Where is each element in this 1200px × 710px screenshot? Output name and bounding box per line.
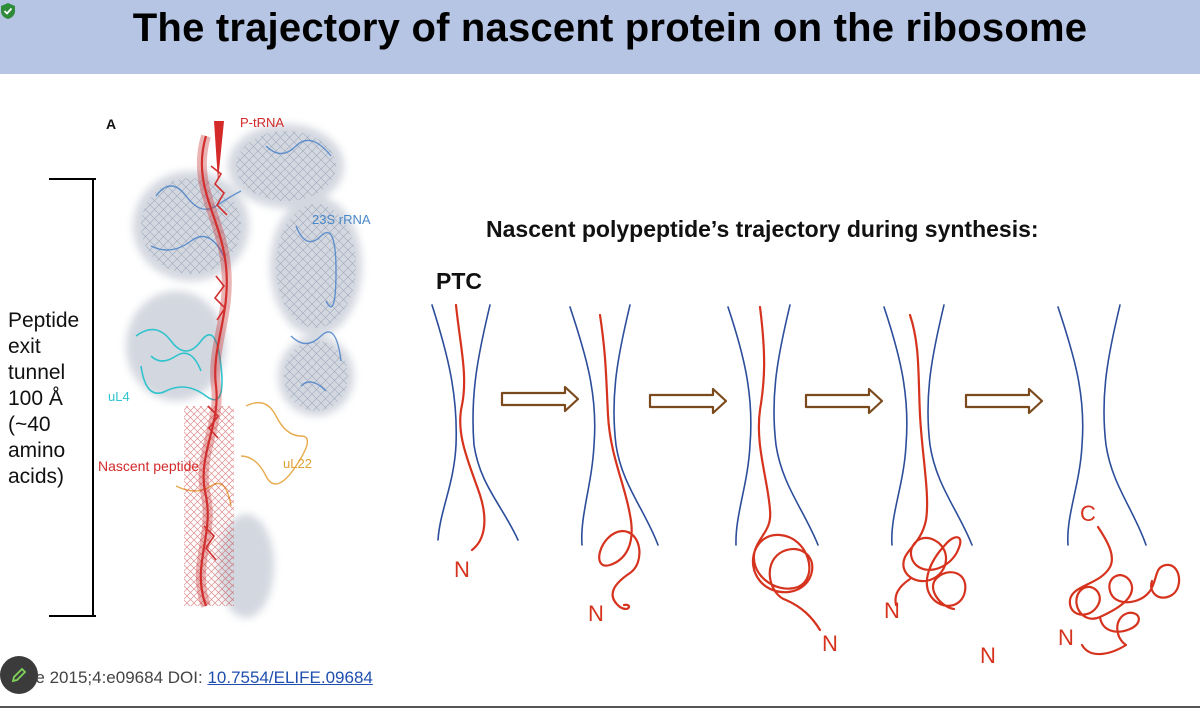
stage-3-n-label: N [822, 631, 838, 656]
shield-check-icon[interactable] [0, 2, 16, 20]
stage-1: N [431, 303, 519, 582]
stage-4-n-label: N [884, 598, 900, 623]
stage-2-n-label: N [588, 601, 604, 626]
stage-4: N [883, 304, 973, 623]
ul22-label: uL22 [283, 456, 312, 471]
tunnel-length-ruler [49, 178, 105, 617]
arrow-right-icon [964, 387, 1044, 415]
citation: eLife 2015;4:e09684 DOI: 10.7554/ELIFE.0… [8, 668, 373, 688]
annotate-pencil-button[interactable] [0, 656, 38, 694]
trajectory-diagram: N N N N C [431, 303, 1181, 668]
pencil-icon [11, 667, 27, 683]
title-bar [0, 0, 1200, 74]
bottom-divider [0, 706, 1200, 708]
arrow-right-icon [648, 387, 728, 415]
citation-text: eLife 2015;4:e09684 DOI: [8, 668, 208, 687]
stage-3: N [727, 304, 838, 656]
diagram-subtitle: Nascent polypeptide’s trajectory during … [486, 216, 1039, 242]
ptc-label: PTC [436, 268, 482, 294]
slide-title: The trajectory of nascent protein on the… [132, 6, 1088, 50]
stage-5-c-label: C [1080, 501, 1096, 526]
stage-5: C N [1057, 304, 1181, 656]
ul4-label: uL4 [108, 389, 130, 404]
tunnel-length-label: Peptide exit tunnel 100 Å (~40 amino aci… [8, 309, 80, 488]
rrna-label: 23S rRNA [312, 212, 371, 227]
p-trna-label: P-tRNA [240, 115, 285, 130]
nascent-peptide-label: Nascent peptide [98, 458, 200, 474]
stage-2: N [569, 304, 659, 626]
figure-panel-letter: A [106, 116, 117, 132]
ribosome-tunnel-image [96, 106, 390, 630]
stage-1-n-label: N [454, 557, 470, 582]
extra-n-label: N [980, 643, 996, 668]
arrow-right-icon [500, 385, 580, 413]
arrow-right-icon [804, 387, 884, 415]
doi-link[interactable]: 10.7554/ELIFE.09684 [207, 668, 373, 687]
stage-5-n-label: N [1058, 625, 1074, 650]
